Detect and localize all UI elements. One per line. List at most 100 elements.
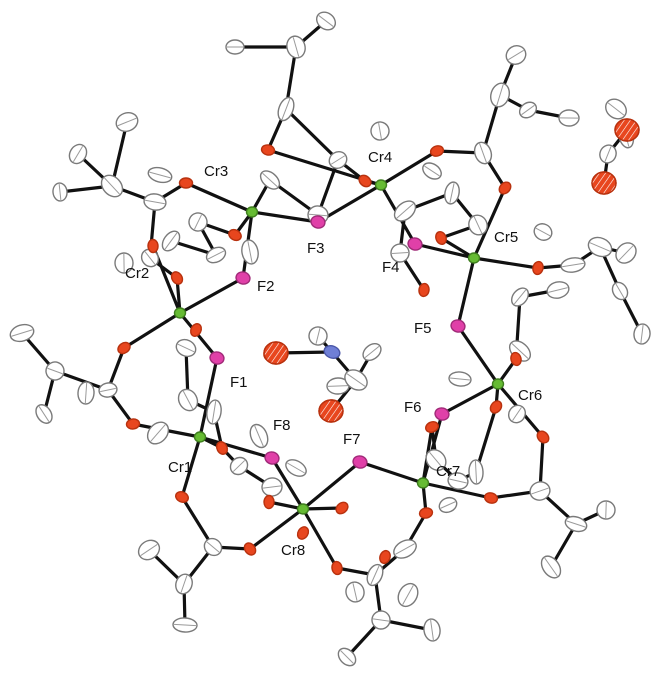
oxygen-atom xyxy=(331,560,343,576)
carbon-octant-line xyxy=(496,84,504,106)
carbon-octant-line xyxy=(450,377,470,381)
carbon-octant-line xyxy=(72,146,84,162)
carbon-octant-line xyxy=(402,585,414,605)
carbon-octant-line xyxy=(104,177,120,195)
oxygen-atom xyxy=(117,341,131,355)
bond xyxy=(110,120,129,188)
carbon-octant-line xyxy=(535,227,551,237)
oxygen-atom xyxy=(296,526,310,540)
carbon-octant-line xyxy=(206,541,220,553)
bond xyxy=(198,356,219,439)
bond xyxy=(122,311,182,350)
oxygen-atom xyxy=(170,271,184,285)
label-cr2: Cr2 xyxy=(125,265,149,282)
carbon-octant-line xyxy=(562,262,584,268)
carbon-octant-line xyxy=(521,104,535,116)
oxygen-atom xyxy=(483,492,499,504)
bond xyxy=(421,481,493,500)
carbon-octant-line xyxy=(164,232,178,250)
oxygen-atom xyxy=(243,542,257,556)
chromium-atom-cr2 xyxy=(173,307,187,319)
carbon-octant-line xyxy=(254,425,264,447)
carbon-octant-line xyxy=(396,203,414,219)
bond xyxy=(472,256,540,270)
carbon-octant-line xyxy=(262,172,278,188)
carbon-octant-line xyxy=(47,367,63,375)
oxygen-atom xyxy=(489,400,503,414)
carbon-octant-line xyxy=(58,183,62,201)
carbon-octant-line xyxy=(430,620,434,640)
carbon-octant-line xyxy=(149,171,171,179)
carbon-octant-line xyxy=(604,146,612,162)
carbon-octant-line xyxy=(429,452,443,468)
oxygen-atom xyxy=(435,230,447,246)
bond xyxy=(472,186,507,260)
carbon-octant-line xyxy=(247,241,253,263)
carbon-octant-line xyxy=(364,345,380,359)
label-f2: F2 xyxy=(257,278,275,295)
carbon-octant-line xyxy=(378,123,382,139)
carbon-octant-line xyxy=(605,501,607,519)
carbon-octant-line xyxy=(173,623,197,627)
carbon-octant-line xyxy=(544,557,558,577)
oxygen-atom xyxy=(260,144,276,156)
oxygen-atom xyxy=(418,282,430,298)
oxygen-atom xyxy=(532,260,544,276)
chromium-atom-cr1 xyxy=(193,431,207,443)
fluorine-atom-f8 xyxy=(264,451,280,465)
label-cr8: Cr8 xyxy=(281,542,305,559)
oxygen-atom xyxy=(189,323,203,337)
fluorine-atom-f7 xyxy=(352,455,368,469)
oxygen-hatch xyxy=(614,118,640,142)
carbon-octant-line xyxy=(370,565,380,585)
oxygen-atom xyxy=(418,507,434,519)
fluorine-atom-f5 xyxy=(450,319,466,333)
oxygen-atom xyxy=(228,228,242,242)
label-cr5: Cr5 xyxy=(494,229,518,246)
label-f8: F8 xyxy=(273,417,291,434)
bond xyxy=(358,460,425,485)
oxygen-atom xyxy=(379,549,391,565)
carbon-octant-line xyxy=(308,213,328,217)
oxygen-atom xyxy=(263,494,275,510)
carbon-octant-line xyxy=(11,329,33,337)
carbon-octant-line xyxy=(449,183,455,203)
carbon-octant-line xyxy=(182,390,194,410)
bond xyxy=(270,456,305,511)
carbon-octant-line xyxy=(315,328,321,344)
carbon-octant-line xyxy=(281,98,291,120)
oxygen-atom xyxy=(215,441,229,455)
carbon-octant-line xyxy=(340,650,354,664)
carbon-octant-line xyxy=(424,165,440,177)
carbon-octant-line xyxy=(211,401,217,423)
carbon-octant-line xyxy=(144,251,156,265)
label-cr1: Cr1 xyxy=(168,459,192,476)
carbon-octant-line xyxy=(566,520,586,528)
bond xyxy=(440,382,500,416)
fluorine-atom-f3 xyxy=(310,215,326,229)
carbon-octant-line xyxy=(352,583,358,601)
fluorine-atom-f6 xyxy=(434,407,450,421)
carbon-octant-line xyxy=(292,37,300,57)
label-f5: F5 xyxy=(414,320,432,337)
carbon-octant-line xyxy=(395,543,415,555)
chromium-atom-cr4 xyxy=(374,179,388,191)
carbon-octant-line xyxy=(194,214,202,230)
bond xyxy=(250,210,320,224)
carbon-octant-line xyxy=(145,199,165,205)
carbon-octant-line xyxy=(618,245,634,261)
bond xyxy=(180,495,215,549)
label-f1: F1 xyxy=(230,374,248,391)
bond xyxy=(301,460,362,511)
carbon-octant-line xyxy=(150,424,166,442)
carbon-octant-line xyxy=(479,143,487,163)
fluorine-atom-f4 xyxy=(407,237,423,251)
carbon-octant-line xyxy=(330,155,346,165)
label-cr3: Cr3 xyxy=(204,163,228,180)
oxygen-atom xyxy=(175,491,189,503)
bond xyxy=(178,276,245,315)
labels-layer: Cr1 Cr2 Cr3 Cr4 Cr5 Cr6 Cr7 Cr8 F1 F2 F3… xyxy=(125,149,542,559)
carbon-octant-line xyxy=(391,251,409,255)
